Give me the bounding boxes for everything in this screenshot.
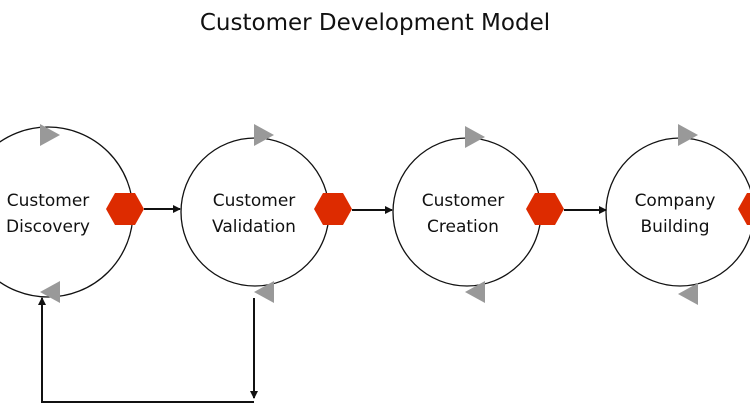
stop-hexagon-creation (526, 193, 564, 225)
stage-label-validation-line2: Validation (212, 217, 296, 237)
cycle-arrow-bottom-validation (254, 281, 274, 303)
stage-label-creation-line1: Customer (421, 191, 505, 211)
stage-label-discovery-line2: Discovery (6, 217, 90, 237)
stage-label-building: Company Building (615, 188, 735, 240)
stage-label-creation: Customer Creation (403, 188, 523, 240)
cycle-arrow-bottom-creation (465, 281, 485, 303)
stop-hexagon-discovery (106, 193, 144, 225)
cycle-arrow-top-validation (254, 124, 274, 146)
feedback-loop-back (38, 297, 254, 403)
stop-hexagon-building (738, 193, 750, 225)
stop-hexagon-validation (314, 193, 352, 225)
stage-label-discovery-line1: Customer (6, 191, 90, 211)
cycle-arrow-bottom-building (678, 283, 698, 305)
cycle-arrow-top-creation (465, 126, 485, 148)
cycle-arrow-bottom-discovery (40, 281, 60, 303)
stage-label-building-line1: Company (634, 191, 716, 211)
diagram-title: Customer Development Model (199, 10, 551, 36)
stage-label-validation: Customer Validation (194, 188, 314, 240)
stage-label-building-line2: Building (640, 217, 710, 237)
cycle-arrow-top-building (678, 124, 698, 146)
cycle-arrow-top-discovery (40, 124, 60, 146)
stage-label-creation-line2: Creation (427, 217, 499, 237)
stage-label-discovery: Customer Discovery (0, 188, 108, 240)
stage-label-validation-line1: Customer (212, 191, 296, 211)
